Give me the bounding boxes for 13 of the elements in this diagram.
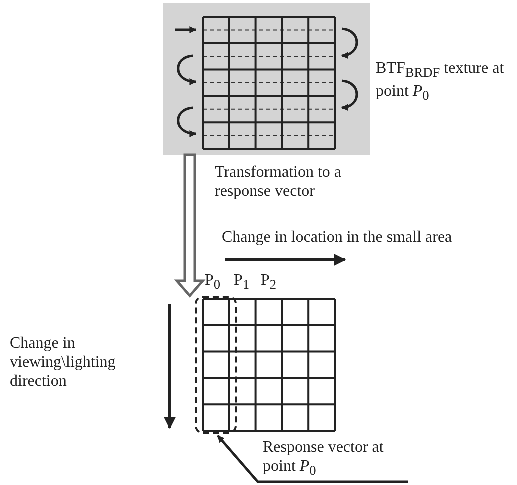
- point-label: P$_{2}$: [261, 271, 277, 294]
- axis-label: Change in viewing\lighting direction: [10, 334, 117, 391]
- response-vector-label: Response vector at point P$_{0}$: [263, 438, 413, 482]
- axis-label: Change in location in the small area: [222, 228, 454, 247]
- response-vector-outline: [195, 296, 237, 434]
- texture-caption: BTF$_{BRDF}$ texture at point P$_{0}$: [376, 59, 506, 106]
- point-label: P$_{0}$: [205, 271, 221, 294]
- leader-line: [217, 435, 408, 484]
- response-grid: [203, 299, 335, 431]
- edge-label: Transformation to a response vector: [215, 163, 343, 201]
- hollow-arrow: [174, 154, 206, 298]
- point-label: P$_{1}$: [234, 271, 250, 294]
- texture-panel: [163, 3, 370, 155]
